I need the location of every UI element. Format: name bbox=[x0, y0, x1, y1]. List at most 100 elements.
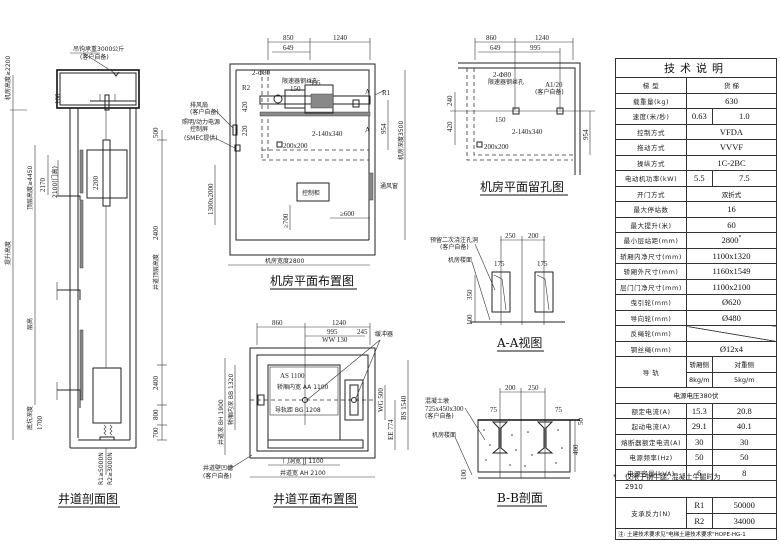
control-cabinet-label: 控制柜 bbox=[302, 189, 320, 197]
concrete-pier bbox=[477, 419, 571, 473]
mr-width-label: 机房宽度2800 bbox=[265, 257, 304, 265]
spec-note: 注: 土建技术要求见"电梯土建技术要求"HOPE-HG-1 bbox=[615, 528, 777, 540]
sl-buffer-label: 缓冲器 bbox=[375, 330, 393, 338]
dim-2200: 2200 bbox=[92, 176, 100, 191]
sl-cwt2: EE 774 bbox=[387, 419, 395, 440]
mr-dim-1240: 1240 bbox=[333, 34, 348, 42]
section-aa-drawing: 250 200 175 175 预留二次浇注孔洞 (客户自备) 机房楼面 350… bbox=[430, 232, 565, 352]
spec-row: 最大提升(米)60 bbox=[615, 216, 777, 233]
sl-dim-860: 860 bbox=[272, 319, 283, 327]
sl-cwt: WG 500 bbox=[377, 388, 385, 412]
bb-dim-75-right: 75 bbox=[555, 406, 563, 414]
mr-hole-200: 200x200 bbox=[283, 142, 308, 150]
hl-dim-1240: 1240 bbox=[535, 34, 550, 42]
counterweight-plan bbox=[344, 379, 364, 421]
travel-label: 提升高度 bbox=[4, 241, 12, 265]
hl-dim-954: 954 bbox=[582, 129, 590, 140]
hl-dim-420: 420 bbox=[446, 121, 454, 132]
hl-beam: 2-140x340 bbox=[512, 128, 543, 136]
shaft-layout-drawing: 860 1240 995 245 WW 130 AS 1100 轿厢内宽 AA … bbox=[203, 319, 409, 508]
counterweight bbox=[92, 367, 122, 424]
sl-shaft-depth: 井道深 BH 1900 bbox=[217, 399, 225, 445]
sl-recess-label: 井道壁凹槽 bbox=[203, 464, 233, 472]
sl-bs: BS 1540 bbox=[400, 395, 408, 420]
machine-room-box bbox=[56, 69, 140, 109]
rail-left bbox=[491, 421, 509, 454]
sl-door-width: 门洞宽 JJ 1100 bbox=[283, 457, 324, 465]
hook-note: (客户自备) bbox=[80, 53, 109, 61]
governor bbox=[104, 94, 110, 111]
dim-100: 100 bbox=[54, 93, 62, 104]
spec-row: 轿厢外尺寸(mm)1160x1549 bbox=[615, 263, 777, 280]
sl-dim-995: 995 bbox=[327, 328, 338, 336]
spec-row: 曳引轮(mm)Ø620 bbox=[615, 294, 777, 311]
hole-left bbox=[512, 107, 520, 115]
hl-note2: (客户自备) bbox=[535, 88, 564, 96]
shaft-outer-wall bbox=[249, 347, 376, 459]
shaft-section-title: 井道剖面图 bbox=[58, 492, 118, 506]
bb-dim-75-left: 75 bbox=[490, 406, 498, 414]
floor-height-label: 层高 bbox=[26, 318, 34, 330]
hl-hole-200: 200x200 bbox=[484, 143, 509, 151]
aa-pocket-note: (客户自备) bbox=[440, 243, 469, 251]
mr-hole-spec: 2-Φ80 bbox=[252, 69, 270, 77]
overhead-label: 井道顶层高度 bbox=[152, 254, 160, 290]
hook-label: 吊钩承重3000公斤 bbox=[73, 45, 124, 53]
mr-dim-995: 995 bbox=[310, 79, 321, 87]
hl-note: A1/20 bbox=[545, 81, 563, 89]
spec-row: 梯 型货 梯 bbox=[615, 77, 777, 94]
dim-door-height: 2100(门高) bbox=[51, 166, 59, 198]
mr-dim-954: 954 bbox=[380, 123, 388, 134]
spec-row: 反绳轮(mm) bbox=[615, 325, 777, 342]
mr-door-label: 通风窗 bbox=[380, 182, 398, 190]
mr-vent-label: 排风扇 bbox=[190, 101, 208, 109]
mr-power-box: 控制屏 bbox=[190, 125, 208, 133]
bb-concrete-label: 混凝土墩 bbox=[425, 397, 449, 405]
mr-dim-150: 150 bbox=[290, 85, 301, 93]
aa-dim-200: 200 bbox=[528, 232, 539, 240]
bb-concrete-size: 725x450x300 bbox=[425, 405, 464, 413]
control-cabinet bbox=[296, 182, 330, 202]
shaft-section-drawing: 吊钩承重3000公斤 (客户自备) 机房高度 bbox=[4, 45, 167, 508]
footnote-mark: * bbox=[613, 473, 617, 481]
car-upper bbox=[86, 149, 128, 199]
sl-rail-gauge: 导轨距 BG 1208 bbox=[275, 406, 321, 414]
sl-dim-245: 245 bbox=[357, 328, 368, 336]
mr-dim-220: 220 bbox=[241, 125, 249, 136]
landing-door-mid bbox=[79, 199, 84, 269]
spec-row: 层门门净尺寸(mm)1100x2100 bbox=[615, 278, 777, 295]
hl-governor-hole: 限速器钢丝孔 bbox=[488, 78, 524, 86]
vent-fan bbox=[232, 124, 238, 136]
reaction-row-r1: 支承反力(N) R1 50000 bbox=[615, 497, 778, 529]
machine-room-layout-drawing: 850 1240 649 2-Φ80 限速器钢丝孔 995 150 R2 R1 … bbox=[182, 34, 406, 290]
mr-governor-hole: 限速器钢丝孔 bbox=[282, 77, 318, 85]
dim-2400: 2400 bbox=[152, 376, 160, 391]
sl-car-depth: 轿厢内深 BB 1320 bbox=[227, 374, 235, 425]
machine-room-layout-title: 机房平面布置图 bbox=[270, 273, 354, 288]
spec-row: 轿厢内净尺寸(mm)1100x1320 bbox=[615, 247, 777, 264]
hl-dim-150: 150 bbox=[495, 116, 506, 124]
mr-dim-649: 649 bbox=[283, 44, 294, 52]
guide-rail-row: 导 轨 轿厢侧 对重侧 bbox=[615, 356, 778, 388]
shaft-layout-title: 井道平面布置图 bbox=[273, 492, 357, 506]
landing-door-top bbox=[79, 149, 84, 194]
mr-dim-420: 420 bbox=[241, 101, 249, 112]
pocket-right bbox=[534, 271, 554, 313]
footnote: *仅限于钢牛腿, 混凝土牛腿时为 2910 bbox=[613, 472, 720, 492]
spec-row: 开门方式双折式 bbox=[615, 185, 777, 202]
machine-room-outer-wall bbox=[229, 63, 376, 256]
dim-700: 700 bbox=[152, 427, 160, 438]
hook-icon bbox=[112, 71, 120, 77]
power-voltage: 电源电压380伏 bbox=[615, 387, 777, 404]
hl-hole-spec: 2-Φ80 bbox=[493, 71, 511, 79]
